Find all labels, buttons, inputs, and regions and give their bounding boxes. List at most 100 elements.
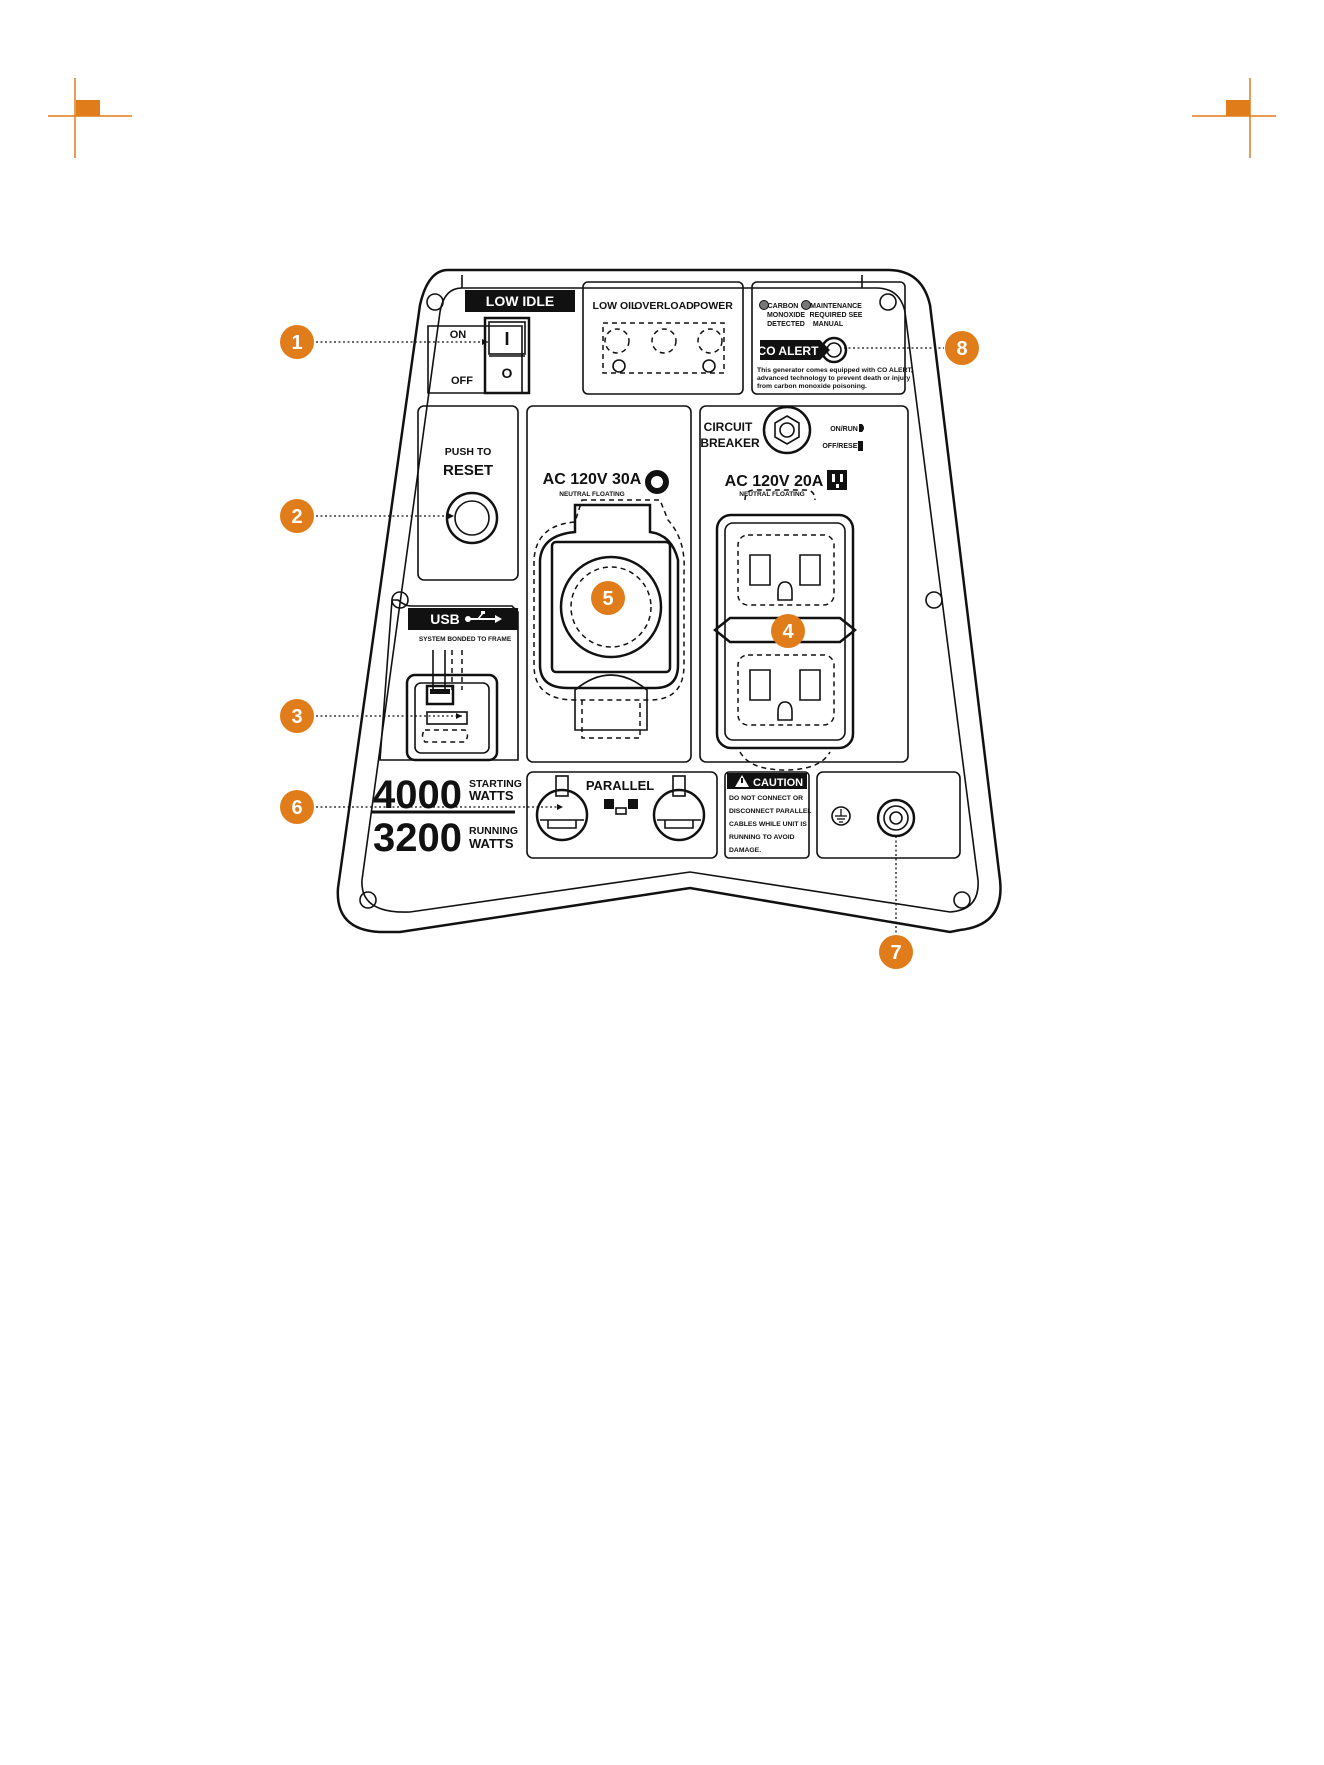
callout-1: 1 <box>280 325 314 359</box>
overload-light-icon <box>651 328 677 354</box>
reset-line-1: PUSH TO <box>445 446 491 458</box>
low-idle-section: LOW IDLE ON OFF I O <box>427 290 575 395</box>
caution-line-2: DISCONNECT PARALLEL <box>729 808 812 815</box>
outlet-30a-twist-lock[interactable] <box>533 499 685 739</box>
breaker-on-icon <box>859 424 864 432</box>
outlet-20a-sub: NEUTRAL FLOATING <box>739 491 804 498</box>
starting-watts-value: 4000 <box>373 773 462 817</box>
circuit-breaker-line-1: CIRCUIT <box>704 420 753 434</box>
running-watts-value: 3200 <box>373 816 462 860</box>
caution-title: CAUTION <box>753 777 803 789</box>
caution-line-3: CABLES WHILE UNIT IS <box>729 821 807 828</box>
parallel-title: PARALLEL <box>586 778 654 793</box>
co-alert-note-3: from carbon monoxide poisoning. <box>757 383 867 390</box>
callout-8: 8 <box>945 331 979 365</box>
co-alert-section: CARBON MONOXIDE DETECTED MAINTENANCE REQ… <box>751 281 913 395</box>
parallel-connector-left[interactable] <box>535 775 589 842</box>
caution-line-4: RUNNING TO AVOID <box>729 834 795 841</box>
svg-text:4: 4 <box>782 621 794 643</box>
reset-section: PUSH TO RESET <box>417 405 519 581</box>
maintenance-label-2: REQUIRED SEE <box>810 312 863 319</box>
screw-hole <box>426 293 444 311</box>
carbon-monoxide-indicator-icon <box>759 300 769 310</box>
switch-on-symbol: I <box>504 329 509 349</box>
circuit-breaker-button[interactable] <box>762 405 812 455</box>
parallel-connector-right[interactable] <box>652 775 706 842</box>
screw-hole <box>953 891 971 909</box>
switch-on-label: ON <box>450 329 467 341</box>
screw-hole <box>925 591 943 609</box>
crop-mark-left <box>48 78 132 158</box>
breaker-on-label: ON/RUN <box>830 426 858 433</box>
outlet-30a-sub: NEUTRAL FLOATING <box>559 491 624 498</box>
switch-off-label: OFF <box>451 375 473 387</box>
callout-3: 3 <box>280 699 314 733</box>
usb-section: USB SYSTEM BONDED TO FRAME <box>379 599 519 762</box>
co-alert-light-icon <box>820 336 848 364</box>
ground-section <box>816 771 961 859</box>
watts-section: 4000 STARTING WATTS 3200 RUNNING WATTS <box>371 773 522 860</box>
svg-text:6: 6 <box>291 797 302 819</box>
outlet-30a-rating: AC 120V 30A <box>543 471 642 488</box>
power-label: POWER <box>693 300 733 312</box>
low-oil-label: LOW OIL <box>593 300 638 312</box>
co-alert-label: CO ALERT <box>758 344 820 358</box>
svg-text:3: 3 <box>291 706 302 728</box>
svg-text:7: 7 <box>890 942 901 964</box>
usb-title: USB <box>430 611 460 627</box>
screw-hole <box>359 891 377 909</box>
callout-6: 6 <box>280 790 314 824</box>
svg-text:1: 1 <box>291 332 302 354</box>
breaker-off-label: OFF/RESET <box>822 443 862 450</box>
carbon-label-3: DETECTED <box>767 321 805 328</box>
overload-label: OVERLOAD <box>634 300 694 312</box>
reset-line-2: RESET <box>443 462 493 479</box>
breaker-off-icon <box>858 441 863 451</box>
co-alert-note-1: This generator comes equipped with CO AL… <box>757 367 913 374</box>
callout-2: 2 <box>280 499 314 533</box>
parallel-cable-icon <box>604 799 638 815</box>
callout-5: 5 <box>591 581 625 615</box>
caution-line-1: DO NOT CONNECT OR <box>729 795 803 802</box>
circuit-breaker-line-2: BREAKER <box>700 436 760 450</box>
low-oil-light-icon <box>604 328 630 354</box>
warning-triangle-icon <box>735 775 749 787</box>
indicator-section: LOW OIL OVERLOAD POWER <box>582 281 744 395</box>
outlet-30a-section: AC 120V 30A NEUTRAL FLOATING <box>526 405 692 763</box>
reset-button[interactable] <box>445 491 499 545</box>
carbon-label-1: CARBON <box>768 303 799 310</box>
crop-mark-right <box>1192 78 1276 158</box>
parallel-section: PARALLEL <box>526 771 718 859</box>
ground-terminal[interactable] <box>876 798 916 838</box>
svg-text:5: 5 <box>602 588 613 610</box>
callout-leaders <box>316 339 944 935</box>
screw-hole <box>879 293 897 311</box>
maintenance-indicator-icon <box>801 300 811 310</box>
running-watts-line-1: RUNNING <box>469 825 518 837</box>
outlet-20a-duplex[interactable] <box>712 489 858 771</box>
usb-symbol-icon <box>465 611 502 623</box>
starting-watts-line-2: WATTS <box>469 788 514 803</box>
running-watts-line-2: WATTS <box>469 836 514 851</box>
outlet-20a-section: CIRCUIT BREAKER ON/RUN OFF/RESET AC 120V… <box>699 405 909 771</box>
caution-line-5: DAMAGE. <box>729 847 761 854</box>
usb-sub: SYSTEM BONDED TO FRAME <box>419 636 512 643</box>
low-idle-title: LOW IDLE <box>486 293 554 309</box>
low-idle-switch[interactable]: I O <box>483 316 531 395</box>
co-alert-note-2: advanced technology to prevent death or … <box>757 375 911 382</box>
carbon-label-2: MONOXIDE <box>767 312 805 319</box>
duplex-outlet-icon <box>827 470 847 490</box>
outlet-20a-rating: AC 120V 20A <box>725 473 824 490</box>
svg-text:8: 8 <box>956 338 967 360</box>
switch-off-symbol: O <box>502 365 513 381</box>
maintenance-label-1: MAINTENANCE <box>810 303 862 310</box>
maintenance-label-3: MANUAL <box>813 321 844 328</box>
caution-section: CAUTION DO NOT CONNECT OR DISCONNECT PAR… <box>724 771 812 859</box>
starting-watts-line-1: STARTING <box>469 778 522 790</box>
panel-outline <box>336 268 1002 934</box>
twist-lock-plug-icon <box>645 470 669 494</box>
usb-port[interactable] <box>405 673 499 762</box>
ground-symbol-icon <box>831 806 851 826</box>
callout-4: 4 <box>771 614 805 648</box>
